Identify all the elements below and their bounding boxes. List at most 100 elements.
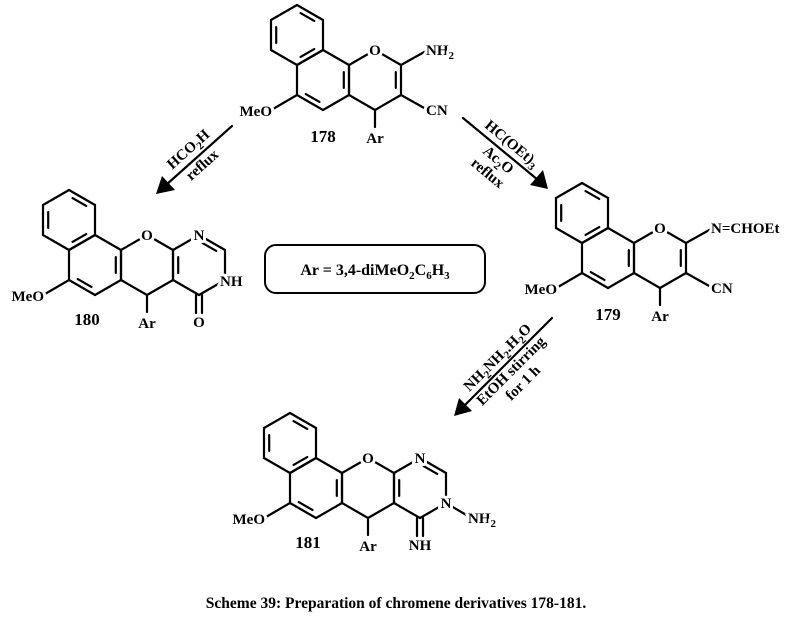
ring-oxygen: O <box>369 43 381 59</box>
arrow-head-icon <box>530 170 548 189</box>
amino-bond <box>444 501 470 518</box>
ring-bond <box>288 501 318 520</box>
scheme-caption: Scheme 39: Preparation of chromene deriv… <box>206 595 587 612</box>
double-bond-inner <box>297 500 314 512</box>
ring-bond <box>67 233 97 252</box>
ring-oxygen: O <box>141 228 153 244</box>
ring-bond <box>347 93 377 112</box>
ring-bond <box>554 181 584 200</box>
arrow-shaft <box>461 316 554 409</box>
double-bond-inner <box>71 196 88 208</box>
ring-bond <box>366 501 396 520</box>
ring-bond <box>606 271 636 290</box>
arrow-shaft <box>164 124 234 187</box>
ring-bond <box>119 278 149 297</box>
aryl-definition: Ar = 3,4-diMeO2C6H3 <box>300 262 450 282</box>
aryl-definition-box: Ar = 3,4-diMeO2C6H3 <box>264 244 486 294</box>
arrow-head-icon <box>454 398 472 416</box>
ring-bond <box>340 456 370 475</box>
aryl-group: Ar <box>366 131 384 147</box>
ring-bond <box>632 226 662 245</box>
methoxy-group: MeO <box>233 512 265 528</box>
ring-bond <box>321 93 351 112</box>
aryl-group: Ar <box>138 316 156 332</box>
ring-bond <box>658 271 688 290</box>
ring-bond <box>606 226 636 245</box>
compound-label: 180 <box>74 310 100 329</box>
ring-bond <box>41 233 71 252</box>
arrow-178-to-179: HC(OEt)3 Ac2O reflux <box>461 116 548 192</box>
imidate-group: N=CHOEt <box>711 221 780 237</box>
ring-bond <box>145 233 175 252</box>
ring-bond <box>269 3 299 22</box>
ring-bond <box>171 278 201 297</box>
compound-label: 179 <box>595 305 621 324</box>
amine-group: NH2 <box>426 43 455 62</box>
compound-label: 178 <box>310 127 336 146</box>
ring-bond <box>392 501 422 520</box>
ring-bond <box>197 233 227 252</box>
compound-178: O NH2 CN Ar MeO 178 <box>237 40 458 150</box>
ring-bond <box>288 456 318 475</box>
compound-label: 181 <box>295 533 321 552</box>
ring-bond <box>314 456 344 475</box>
ring-bond <box>288 411 318 430</box>
arrow-179-to-181: NH2NH2.H2O EtOH stirring for 1 h <box>454 316 554 416</box>
ring-nh: NH <box>220 274 243 290</box>
ring-bond <box>347 48 377 67</box>
ring-bond <box>373 93 403 112</box>
ring-bond <box>197 278 227 297</box>
methoxy-bond <box>271 93 299 111</box>
double-bond-inner <box>304 92 321 104</box>
methoxy-group: MeO <box>525 282 557 298</box>
methoxy-bond <box>264 501 292 519</box>
arrow-shaft <box>461 116 540 182</box>
methoxy-group: MeO <box>12 289 44 305</box>
double-bond-inner <box>422 464 439 476</box>
ring-bond <box>41 188 71 207</box>
compound-179: O N=CHOEt CN Ar MeO 179 <box>522 218 783 328</box>
double-bond-inner <box>201 241 218 253</box>
ring-bond <box>321 48 351 67</box>
double-bond-inner <box>292 455 309 467</box>
compound-181: O N N NH2 NH Ar MeO 181 <box>230 448 500 558</box>
ring-nitrogen: N <box>415 451 426 467</box>
ring-bond <box>145 278 175 297</box>
ring-bond <box>295 3 325 22</box>
ring-bond <box>418 501 448 520</box>
amino-group: NH2 <box>468 511 497 530</box>
ring-bond <box>658 226 688 245</box>
arrow-178-to-180: HCO2H reflux <box>156 124 234 194</box>
ring-bond <box>262 411 292 430</box>
bond-layer <box>41 3 713 538</box>
double-bond-inner <box>292 419 309 431</box>
ring-bond <box>373 48 403 67</box>
double-bond-inner <box>299 11 316 23</box>
aryl-group: Ar <box>359 539 377 555</box>
carbonyl-oxygen: O <box>193 315 205 331</box>
ring-bond <box>93 233 123 252</box>
ring-bond <box>554 226 584 245</box>
ring-oxygen: O <box>362 451 374 467</box>
ring-bond <box>295 93 325 112</box>
nitrile-group: CN <box>711 281 733 297</box>
nitrile-bond <box>399 93 428 111</box>
ring-bond <box>418 456 448 475</box>
nitrile-bond <box>684 271 713 289</box>
substituent-bond <box>684 227 713 245</box>
nitrile-group: CN <box>426 103 448 119</box>
ring-bond <box>262 456 292 475</box>
ring-bond <box>314 501 344 520</box>
methoxy-bond <box>556 271 584 289</box>
double-bond-inner <box>299 47 316 59</box>
ring-bond <box>67 278 97 297</box>
ring-nitrogen-3: N <box>441 496 452 512</box>
box-border <box>264 244 486 294</box>
imine-group: NH <box>409 538 432 554</box>
methoxy-group: MeO <box>240 104 272 120</box>
double-bond-inner <box>71 232 88 244</box>
ring-bond <box>340 501 370 520</box>
methoxy-bond <box>43 278 71 296</box>
arrow-head-icon <box>156 176 175 194</box>
